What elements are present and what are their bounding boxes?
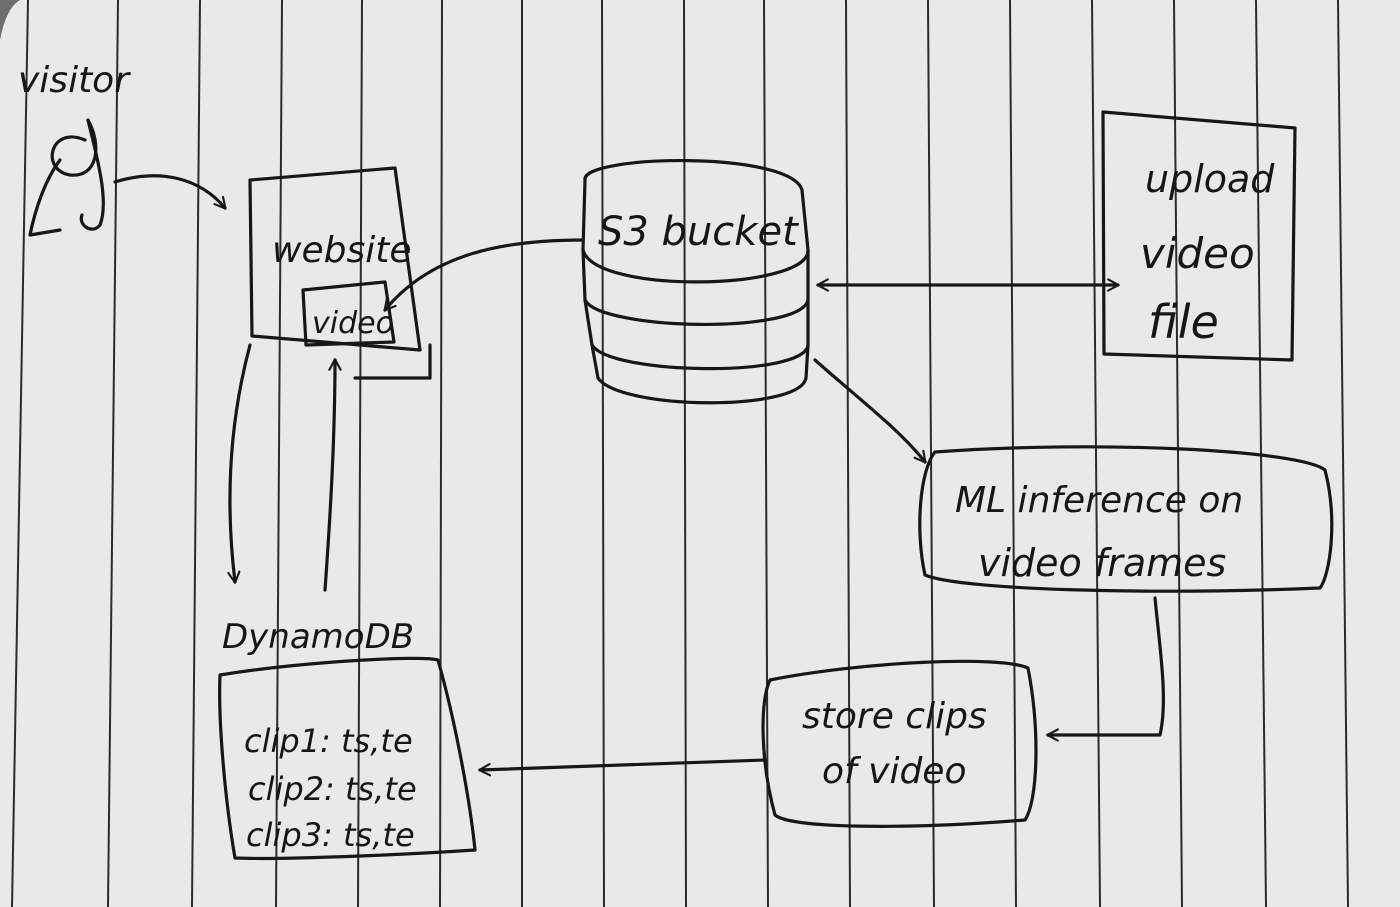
dynamodb-label: DynamoDB: [222, 617, 414, 657]
visitor-label: visitor: [18, 60, 131, 101]
video-label: video: [312, 306, 394, 341]
website-label: website: [272, 230, 411, 271]
website-box: [248, 166, 422, 352]
clips-line-1: store clips: [802, 696, 987, 737]
dynamo-row-1: clip1: ts,te: [244, 722, 413, 760]
ml-box: [918, 445, 1334, 593]
upload-node: upload video file: [1101, 110, 1297, 362]
visitor-icon: [28, 118, 105, 237]
website-shadow-mark: [353, 343, 432, 380]
arrow-dynamodb-to-video: [323, 358, 342, 592]
ml-line-2: video frames: [978, 541, 1226, 585]
arrow-s3-to-video: [383, 238, 585, 312]
upload-line-2: video: [1140, 229, 1255, 278]
upload-box: [1101, 110, 1297, 362]
ml-line-1: ML inference on: [955, 480, 1243, 521]
arrow-website-to-dynamodb: [227, 343, 252, 584]
clips-box: [761, 659, 1038, 828]
arrows: [113, 174, 1165, 777]
dynamo-row-2: clip2: ts,te: [248, 770, 417, 808]
upload-line-3: file: [1148, 295, 1219, 349]
dynamo-row-3: clip3: ts,te: [246, 816, 415, 854]
ruled-lines: [11, 0, 1349, 907]
s3-bucket-node: S3 bucket: [581, 158, 810, 405]
arrow-visitor-to-website: [113, 174, 227, 210]
visitor-node: visitor: [18, 60, 131, 237]
arrow-ml-to-clips: [1046, 596, 1165, 742]
website-node: website video: [248, 166, 422, 352]
clips-line-2: of video: [822, 751, 966, 792]
upload-line-1: upload: [1145, 157, 1275, 201]
dynamodb-box: [218, 656, 477, 861]
dynamodb-node: DynamoDB clip1: ts,te clip2: ts,te clip3…: [218, 617, 477, 861]
s3-label: S3 bucket: [598, 209, 799, 255]
video-box: [301, 280, 396, 347]
arrow-clips-to-dynamodb: [478, 758, 767, 777]
arrow-s3-to-ml: [813, 358, 927, 464]
ml-inference-node: ML inference on video frames: [918, 445, 1334, 593]
store-clips-node: store clips of video: [761, 659, 1038, 828]
